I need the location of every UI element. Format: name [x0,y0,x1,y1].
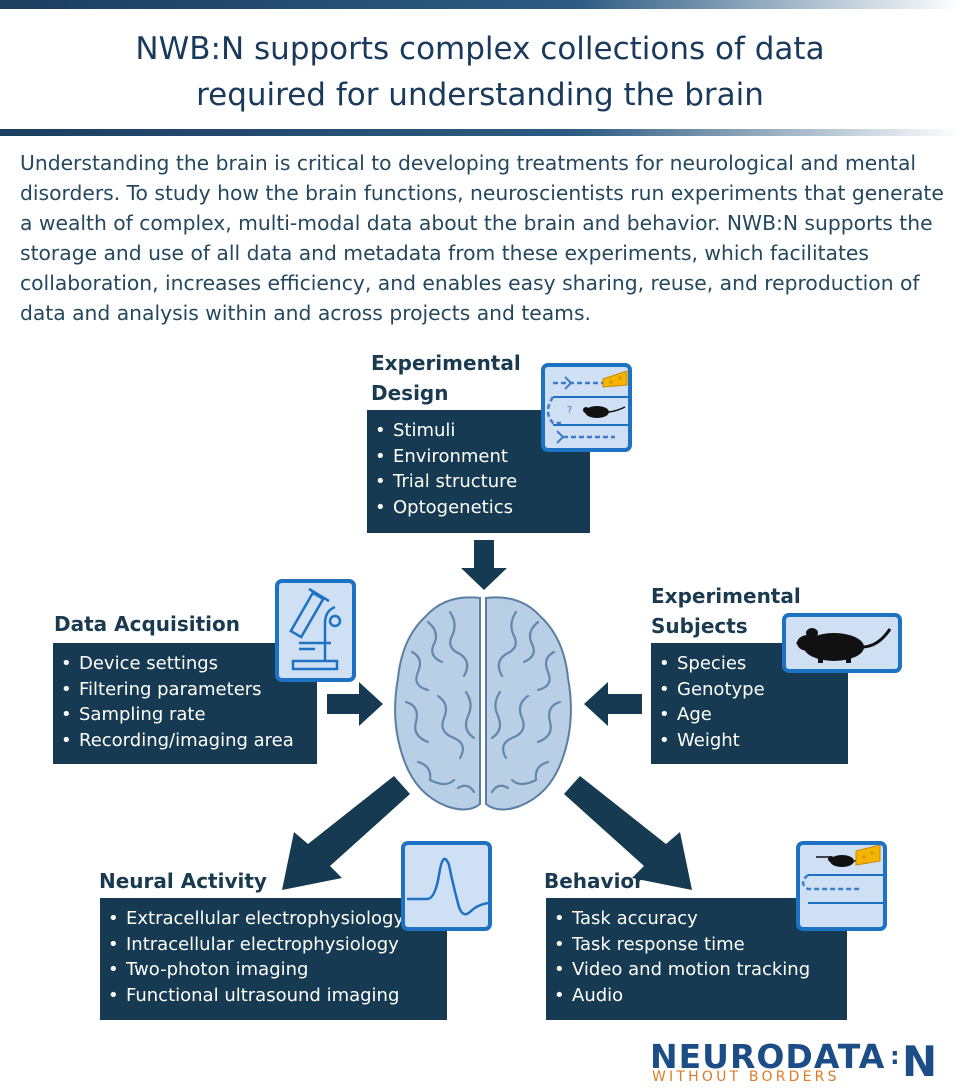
microscope-icon [275,579,356,682]
data-acquisition-item: Recording/imaging area [53,728,317,754]
mouse-icon [782,613,902,673]
page-title-line-1: NWB:N supports complex collections of da… [135,31,825,67]
behavior-title: Behavior [544,869,645,893]
neural-activity-item: Two-photon imaging [100,957,447,983]
data-acquisition-item: Device settings [53,651,317,677]
brain-icon [394,596,572,811]
experimental-subjects-box: SpeciesGenotypeAgeWeight [651,643,848,764]
data-acquisition-list: Device settingsFiltering parametersSampl… [53,651,317,754]
experimental-subjects-title: Experimental Subjects [651,581,801,641]
logo-n: N [902,1037,938,1086]
behavior-item: Audio [546,983,847,1009]
neural-activity-box: Extracellular electrophysiologyIntracell… [100,898,447,1020]
maze-mouse-cheese-icon: ? [541,363,632,452]
behavior-item: Task response time [546,932,847,958]
experimental-design-title: Experimental Design [371,348,521,408]
logo-subtext: WITHOUT BORDERS [652,1069,840,1085]
experimental-subjects-title-line-1: Experimental [651,584,801,608]
behavior-item: Task accuracy [546,906,847,932]
experimental-subjects-item: Weight [651,728,848,754]
experimental-subjects-title-line-2: Subjects [651,614,748,638]
title-divider [0,129,960,136]
experimental-design-title-line-1: Experimental [371,351,521,375]
neural-activity-item: Intracellular electrophysiology [100,932,447,958]
top-accent-bar [0,0,960,9]
behavior-list: Task accuracyTask response timeVideo and… [546,906,847,1009]
data-acquisition-item: Sampling rate [53,702,317,728]
experimental-design-list: StimuliEnvironmentTrial structureOptogen… [367,418,590,521]
behavior-box: Task accuracyTask response timeVideo and… [546,898,847,1020]
experimental-design-item: Stimuli [367,418,590,444]
arrow-brain-to-neural-activity [282,776,410,890]
arrow-acquisition-to-brain [327,682,383,726]
experimental-subjects-item: Age [651,702,848,728]
svg-text:?: ? [567,405,572,416]
spike-waveform-icon [401,841,492,931]
intro-paragraph: Understanding the brain is critical to d… [20,151,944,325]
page-title-line-2: required for understanding the brain [196,77,764,113]
experimental-design-item: Optogenetics [367,495,590,521]
logo-main-text: NEURODATA [650,1037,886,1076]
experimental-subjects-list: SpeciesGenotypeAgeWeight [651,651,848,754]
data-acquisition-item: Filtering parameters [53,677,317,703]
experimental-design-title-line-2: Design [371,381,449,405]
neural-activity-title: Neural Activity [99,869,267,893]
arrow-design-to-brain [461,540,507,590]
experimental-design-item: Environment [367,444,590,470]
data-acquisition-title: Data Acquisition [54,612,241,636]
behavior-item: Video and motion tracking [546,957,847,983]
data-acquisition-box: Device settingsFiltering parametersSampl… [53,643,317,764]
experimental-subjects-item: Genotype [651,677,848,703]
experimental-subjects-item: Species [651,651,848,677]
neural-activity-list: Extracellular electrophysiologyIntracell… [100,906,447,1009]
neurodata-logo: NEURODATA : N WITHOUT BORDERS [650,1037,952,1086]
neural-activity-item: Extracellular electrophysiology [100,906,447,932]
mouse-track-cheese-icon [796,841,887,931]
logo-colon: : [890,1042,900,1070]
arrow-brain-to-behavior [564,776,692,890]
arrow-subjects-to-brain [584,682,642,726]
page-title: NWB:N supports complex collections of da… [0,26,960,118]
experimental-design-item: Trial structure [367,469,590,495]
neural-activity-item: Functional ultrasound imaging [100,983,447,1009]
